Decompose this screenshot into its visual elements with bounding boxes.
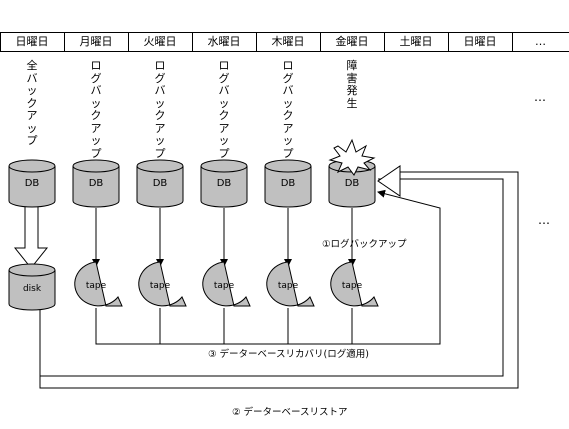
- ellipsis-top: …: [534, 90, 547, 104]
- restore-outer-path: [39, 171, 519, 389]
- recovery-path: [95, 189, 441, 345]
- annotation-restore: ② データーベースリストア: [232, 407, 348, 418]
- tape-tue: [138, 261, 187, 307]
- failure-burst-icon: [328, 138, 376, 176]
- day-cell: 日曜日: [15, 35, 49, 48]
- tapes: [74, 261, 379, 307]
- tape-label: tape: [213, 281, 235, 291]
- day-cell: 土曜日: [399, 35, 433, 48]
- tape-label: tape: [149, 281, 171, 291]
- restore-path: [39, 178, 504, 377]
- day-cell: 日曜日: [463, 35, 497, 48]
- db-cylinders: [8, 159, 376, 208]
- activity-log-backup-mon: ログバックアップ: [90, 59, 102, 160]
- log-backup-arrows: [92, 208, 356, 267]
- annotation-recovery: ③ データーベースリカバリ(ログ適用): [206, 346, 371, 360]
- db-wed: [200, 159, 248, 208]
- db-tue: [136, 159, 184, 208]
- db-sun: [8, 159, 56, 208]
- day-cell: 月曜日: [79, 35, 113, 48]
- db-label: DB: [216, 178, 232, 189]
- full-backup-arrow: [13, 199, 49, 269]
- db-label: DB: [24, 178, 40, 189]
- tape-fri: [330, 261, 379, 307]
- db-thu: [264, 159, 312, 208]
- annotation-log-backup: ①ログバックアップ: [322, 239, 407, 250]
- activity-log-backup-wed: ログバックアップ: [218, 59, 230, 160]
- activity-log-backup-thu: ログバックアップ: [282, 59, 294, 160]
- day-cell: 水曜日: [207, 35, 241, 48]
- day-cell: …: [535, 35, 546, 48]
- disk-label: disk: [22, 284, 42, 294]
- activity-log-backup-tue: ログバックアップ: [154, 59, 166, 160]
- db-mon: [72, 159, 120, 208]
- ellipsis-middle: …: [538, 213, 551, 227]
- db-label: DB: [344, 178, 360, 189]
- activity-full-backup: 全バックアップ: [26, 59, 38, 147]
- tape-thu: [266, 261, 315, 307]
- restore-arrow: [377, 165, 401, 197]
- db-label: DB: [152, 178, 168, 189]
- day-cell: 木曜日: [271, 35, 305, 48]
- db-label: DB: [280, 178, 296, 189]
- tape-label: tape: [341, 281, 363, 291]
- day-cell: 金曜日: [335, 35, 369, 48]
- disk-cylinder: [8, 263, 56, 311]
- db-label: DB: [88, 178, 104, 189]
- tape-label: tape: [277, 281, 299, 291]
- header-grid: [0, 32, 569, 52]
- day-cell: 火曜日: [143, 35, 177, 48]
- tape-mon: [74, 261, 123, 307]
- tape-wed: [202, 261, 251, 307]
- tape-label: tape: [85, 281, 107, 291]
- activity-failure: 障害発生: [346, 59, 358, 110]
